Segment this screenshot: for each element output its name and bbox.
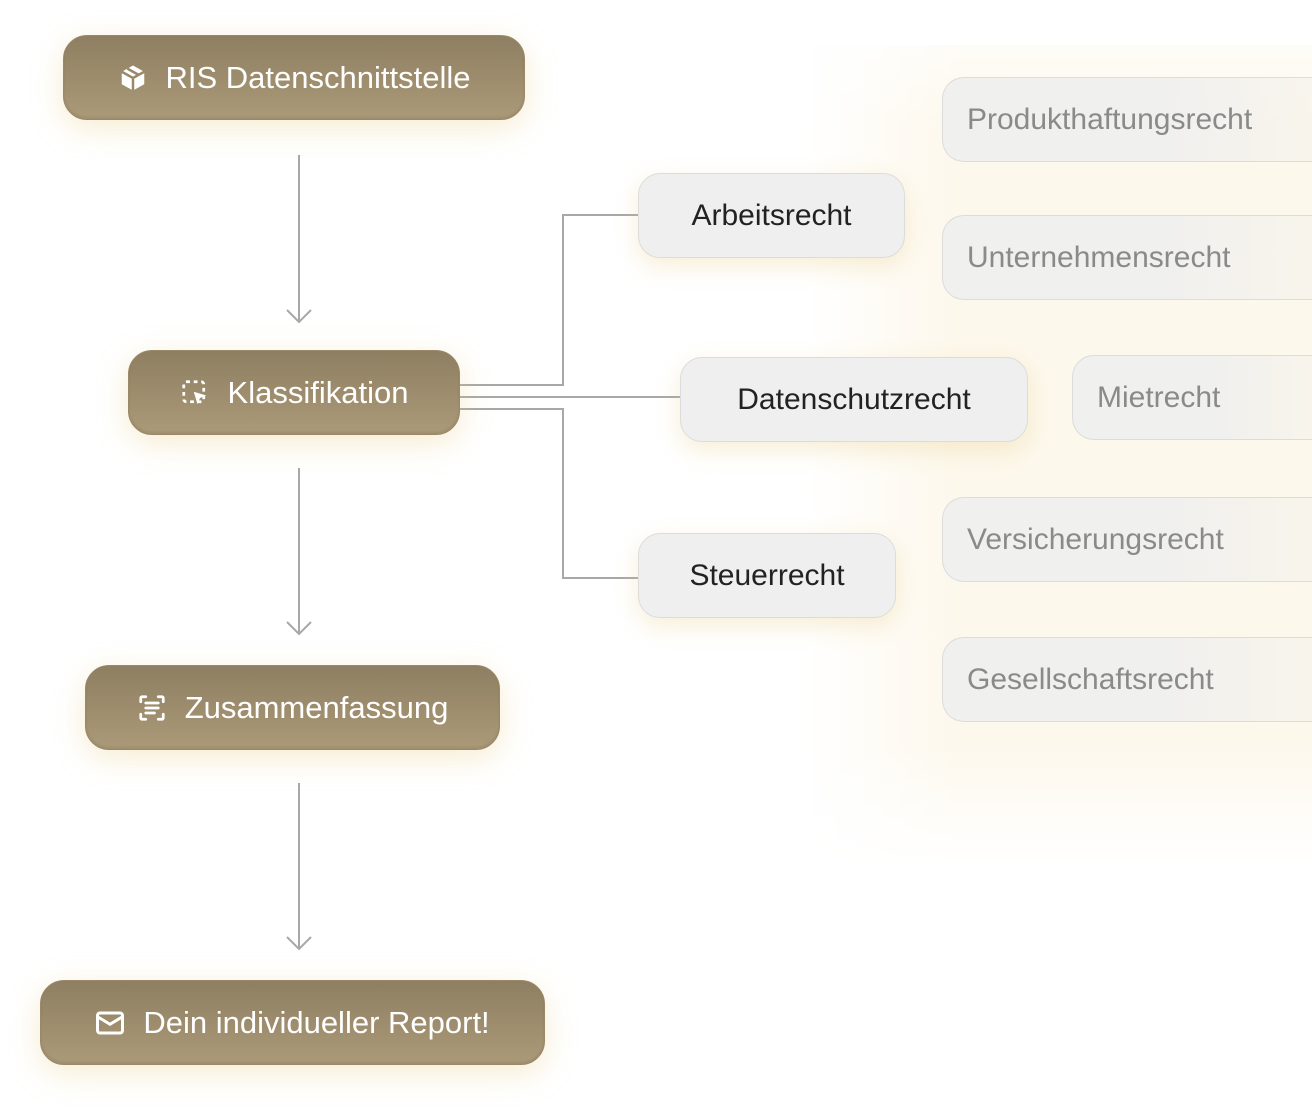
category-steuerrecht: Steuerrecht	[638, 533, 896, 618]
step-report: Dein individueller Report!	[40, 980, 545, 1065]
step-zusammenfassung: Zusammenfassung	[85, 665, 500, 750]
step-ris-datenschnittstelle: RIS Datenschnittstelle	[63, 35, 525, 120]
arrow-3	[286, 783, 312, 951]
connector-steuerrecht	[460, 408, 638, 579]
category-arbeitsrecht: Arbeitsrecht	[638, 173, 905, 258]
step-label: Dein individueller Report!	[143, 1004, 490, 1040]
arrow-2	[286, 468, 312, 636]
category-label: Arbeitsrecht	[691, 198, 852, 232]
category-mietrecht: Mietrecht	[1072, 355, 1312, 440]
category-gesellschaftsrecht: Gesellschaftsrecht	[942, 637, 1312, 722]
category-label: Steuerrecht	[689, 558, 845, 592]
step-label: RIS Datenschnittstelle	[165, 59, 471, 95]
category-label: Unternehmensrecht	[967, 240, 1231, 274]
package-icon	[120, 65, 145, 90]
scan-text-icon	[139, 694, 165, 721]
mail-icon	[96, 1011, 125, 1034]
step-label: Klassifikation	[227, 374, 409, 410]
category-label: Datenschutzrecht	[737, 382, 971, 416]
select-pointer-icon	[181, 379, 206, 404]
step-klassifikation: Klassifikation	[128, 350, 460, 435]
category-label: Versicherungsrecht	[967, 522, 1224, 556]
step-label: Zusammenfassung	[184, 689, 449, 725]
category-unternehmensrecht: Unternehmensrecht	[942, 215, 1312, 300]
category-produkthaftungsrecht: Produkthaftungsrecht	[942, 77, 1312, 162]
category-label: Produkthaftungsrecht	[967, 102, 1253, 136]
arrow-1	[286, 155, 312, 324]
category-label: Gesellschaftsrecht	[967, 662, 1214, 696]
category-datenschutzrecht: Datenschutzrecht	[680, 357, 1028, 442]
connector-arbeitsrecht	[460, 214, 638, 386]
category-versicherungsrecht: Versicherungsrecht	[942, 497, 1312, 582]
category-label: Mietrecht	[1097, 380, 1221, 414]
